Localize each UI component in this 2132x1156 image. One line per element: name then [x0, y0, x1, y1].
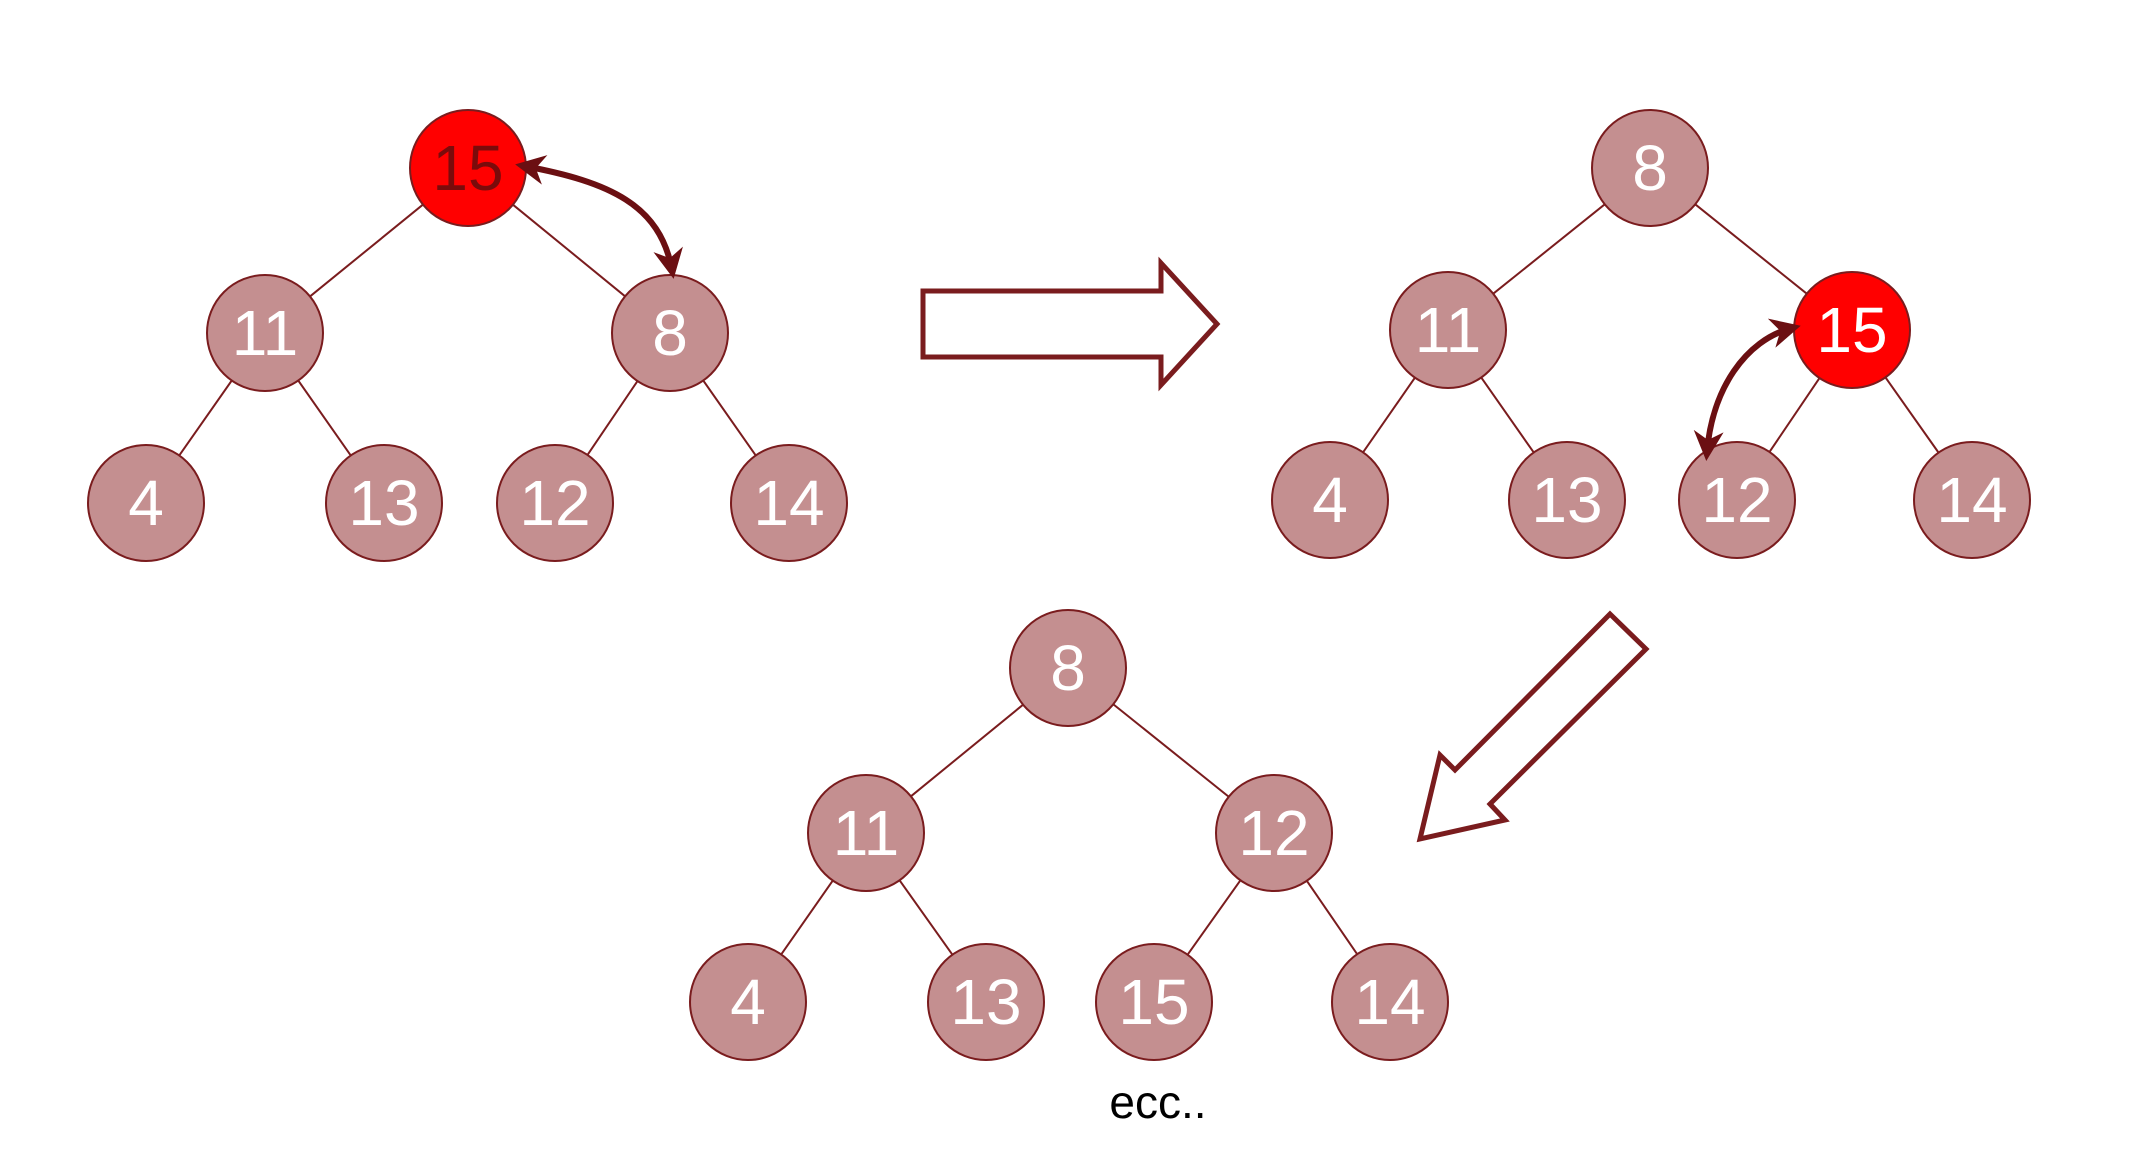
heap-node: 8 [611, 274, 729, 392]
node-circle [87, 444, 205, 562]
node-value: 12 [1701, 464, 1772, 536]
node-circle [1389, 271, 1507, 389]
tree-edge [297, 379, 352, 457]
heap-node: 12 [496, 444, 614, 562]
tree-edge [1694, 203, 1808, 295]
tree-step-1: 15 11 8 4 13 12 14 [87, 109, 848, 562]
heap-node: 15 [1793, 271, 1911, 389]
node-circle [206, 274, 324, 392]
node-value: 8 [1632, 132, 1668, 204]
tree-edge [780, 879, 834, 956]
node-value: 11 [833, 797, 899, 869]
node-circle [325, 444, 443, 562]
tree-edge [1768, 377, 1821, 453]
heap-node: 15 [1095, 943, 1213, 1061]
heap-node: 14 [730, 444, 848, 562]
node-value: 14 [753, 467, 824, 539]
node-circle [927, 943, 1045, 1061]
tree-edge [178, 379, 233, 457]
heap-node: 11 [1389, 271, 1507, 389]
node-value: 12 [519, 467, 590, 539]
down-left-transition-arrow [1416, 610, 1650, 843]
node-circle [1215, 774, 1333, 892]
node-value: 13 [950, 966, 1021, 1038]
heap-node: 14 [1331, 943, 1449, 1061]
tree-edge [1305, 880, 1359, 955]
tree-edge [1480, 376, 1535, 454]
node-value: 15 [1118, 966, 1189, 1038]
node-value: 14 [1936, 464, 2007, 536]
node-value: 15 [1816, 294, 1887, 366]
heap-node: 13 [927, 943, 1045, 1061]
tree-edge [910, 703, 1024, 798]
node-value: 13 [1531, 464, 1602, 536]
heap-node: 4 [1271, 441, 1389, 559]
tree-edge [309, 203, 424, 298]
heap-node: 4 [87, 444, 205, 562]
tree-edge [702, 379, 757, 457]
tree-edge [1884, 376, 1940, 454]
node-value: 11 [232, 297, 298, 369]
heap-node: 11 [206, 274, 324, 392]
footnote-text: ecc.. [1109, 1076, 1206, 1128]
node-value: 4 [730, 966, 766, 1038]
heap-node: 11 [807, 774, 925, 892]
heap-node: 8 [1591, 109, 1709, 227]
swap-arrow [1693, 318, 1801, 461]
tree-edge [586, 380, 639, 456]
node-circle [1913, 441, 2031, 559]
node-value: 4 [1312, 464, 1348, 536]
node-value: 8 [1050, 632, 1086, 704]
tree-step-3: 8 11 12 4 13 15 14 [689, 609, 1449, 1061]
tree-edge [1492, 203, 1606, 295]
node-circle [807, 774, 925, 892]
node-circle [1508, 441, 1626, 559]
node-circle [730, 444, 848, 562]
tree-edge [1112, 703, 1230, 798]
tree-edge [898, 879, 954, 956]
node-value: 12 [1238, 797, 1309, 869]
node-value: 14 [1354, 966, 1425, 1038]
node-circle [1591, 109, 1709, 227]
heap-node: 13 [325, 444, 443, 562]
node-circle [1271, 441, 1389, 559]
heap-node: 13 [1508, 441, 1626, 559]
tree-edge [1186, 879, 1242, 956]
heap-node: 14 [1913, 441, 2031, 559]
heap-node: 12 [1215, 774, 1333, 892]
heap-node: 8 [1009, 609, 1127, 727]
node-circle [689, 943, 807, 1061]
node-circle [1009, 609, 1127, 727]
heap-node: 12 [1678, 441, 1796, 559]
node-value: 11 [1415, 294, 1481, 366]
tree-edge [1362, 377, 1416, 453]
node-circle [1331, 943, 1449, 1061]
heap-node: 4 [689, 943, 807, 1061]
tree-edge [512, 203, 626, 298]
node-value: 4 [128, 467, 164, 539]
node-value: 8 [652, 297, 688, 369]
heap-node: 15 [409, 109, 527, 227]
tree-step-2: 8 11 15 4 13 12 14 [1271, 109, 2031, 559]
swap-arrow [515, 155, 683, 279]
right-transition-arrow [920, 256, 1221, 392]
node-circle [1095, 943, 1213, 1061]
node-circle [496, 444, 614, 562]
node-value: 13 [348, 467, 419, 539]
node-value: 15 [432, 132, 503, 204]
